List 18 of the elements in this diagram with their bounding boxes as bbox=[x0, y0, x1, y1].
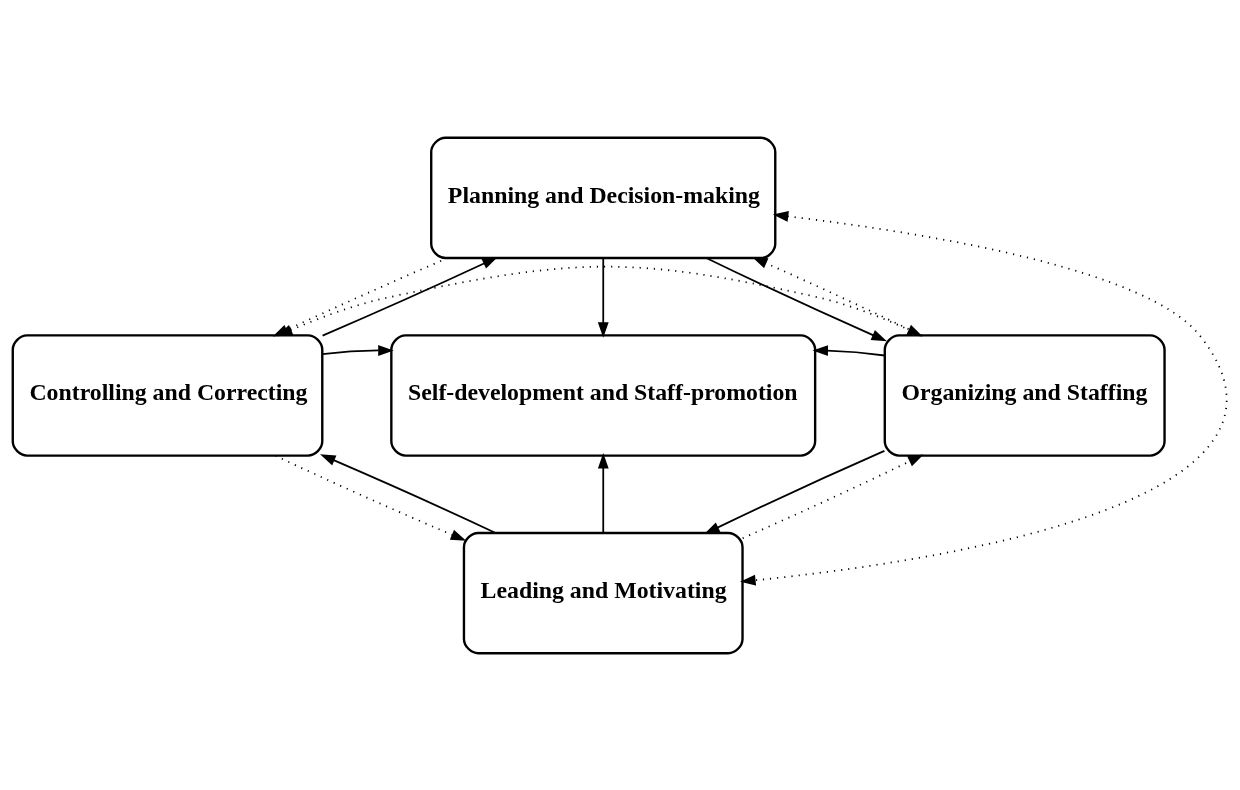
arrow bbox=[812, 344, 886, 356]
arrow bbox=[752, 256, 923, 336]
arrow bbox=[597, 452, 609, 534]
arrow bbox=[320, 453, 497, 534]
node-box: Planning and Decision-making bbox=[430, 136, 777, 259]
node-box: Organizing and Staffing bbox=[883, 333, 1166, 457]
node-box: Self-development and Staff-promotion bbox=[390, 333, 817, 457]
arrow bbox=[274, 454, 467, 541]
arrow bbox=[741, 454, 924, 539]
arrow bbox=[597, 256, 609, 338]
arrow bbox=[321, 256, 498, 336]
arrow bbox=[705, 256, 887, 341]
node-box: Controlling and Correcting bbox=[11, 333, 324, 457]
arrow bbox=[321, 344, 394, 356]
node-box: Leading and Motivating bbox=[462, 531, 744, 654]
arrow bbox=[704, 449, 886, 534]
arrow bbox=[277, 265, 923, 336]
arrow bbox=[740, 210, 1228, 586]
